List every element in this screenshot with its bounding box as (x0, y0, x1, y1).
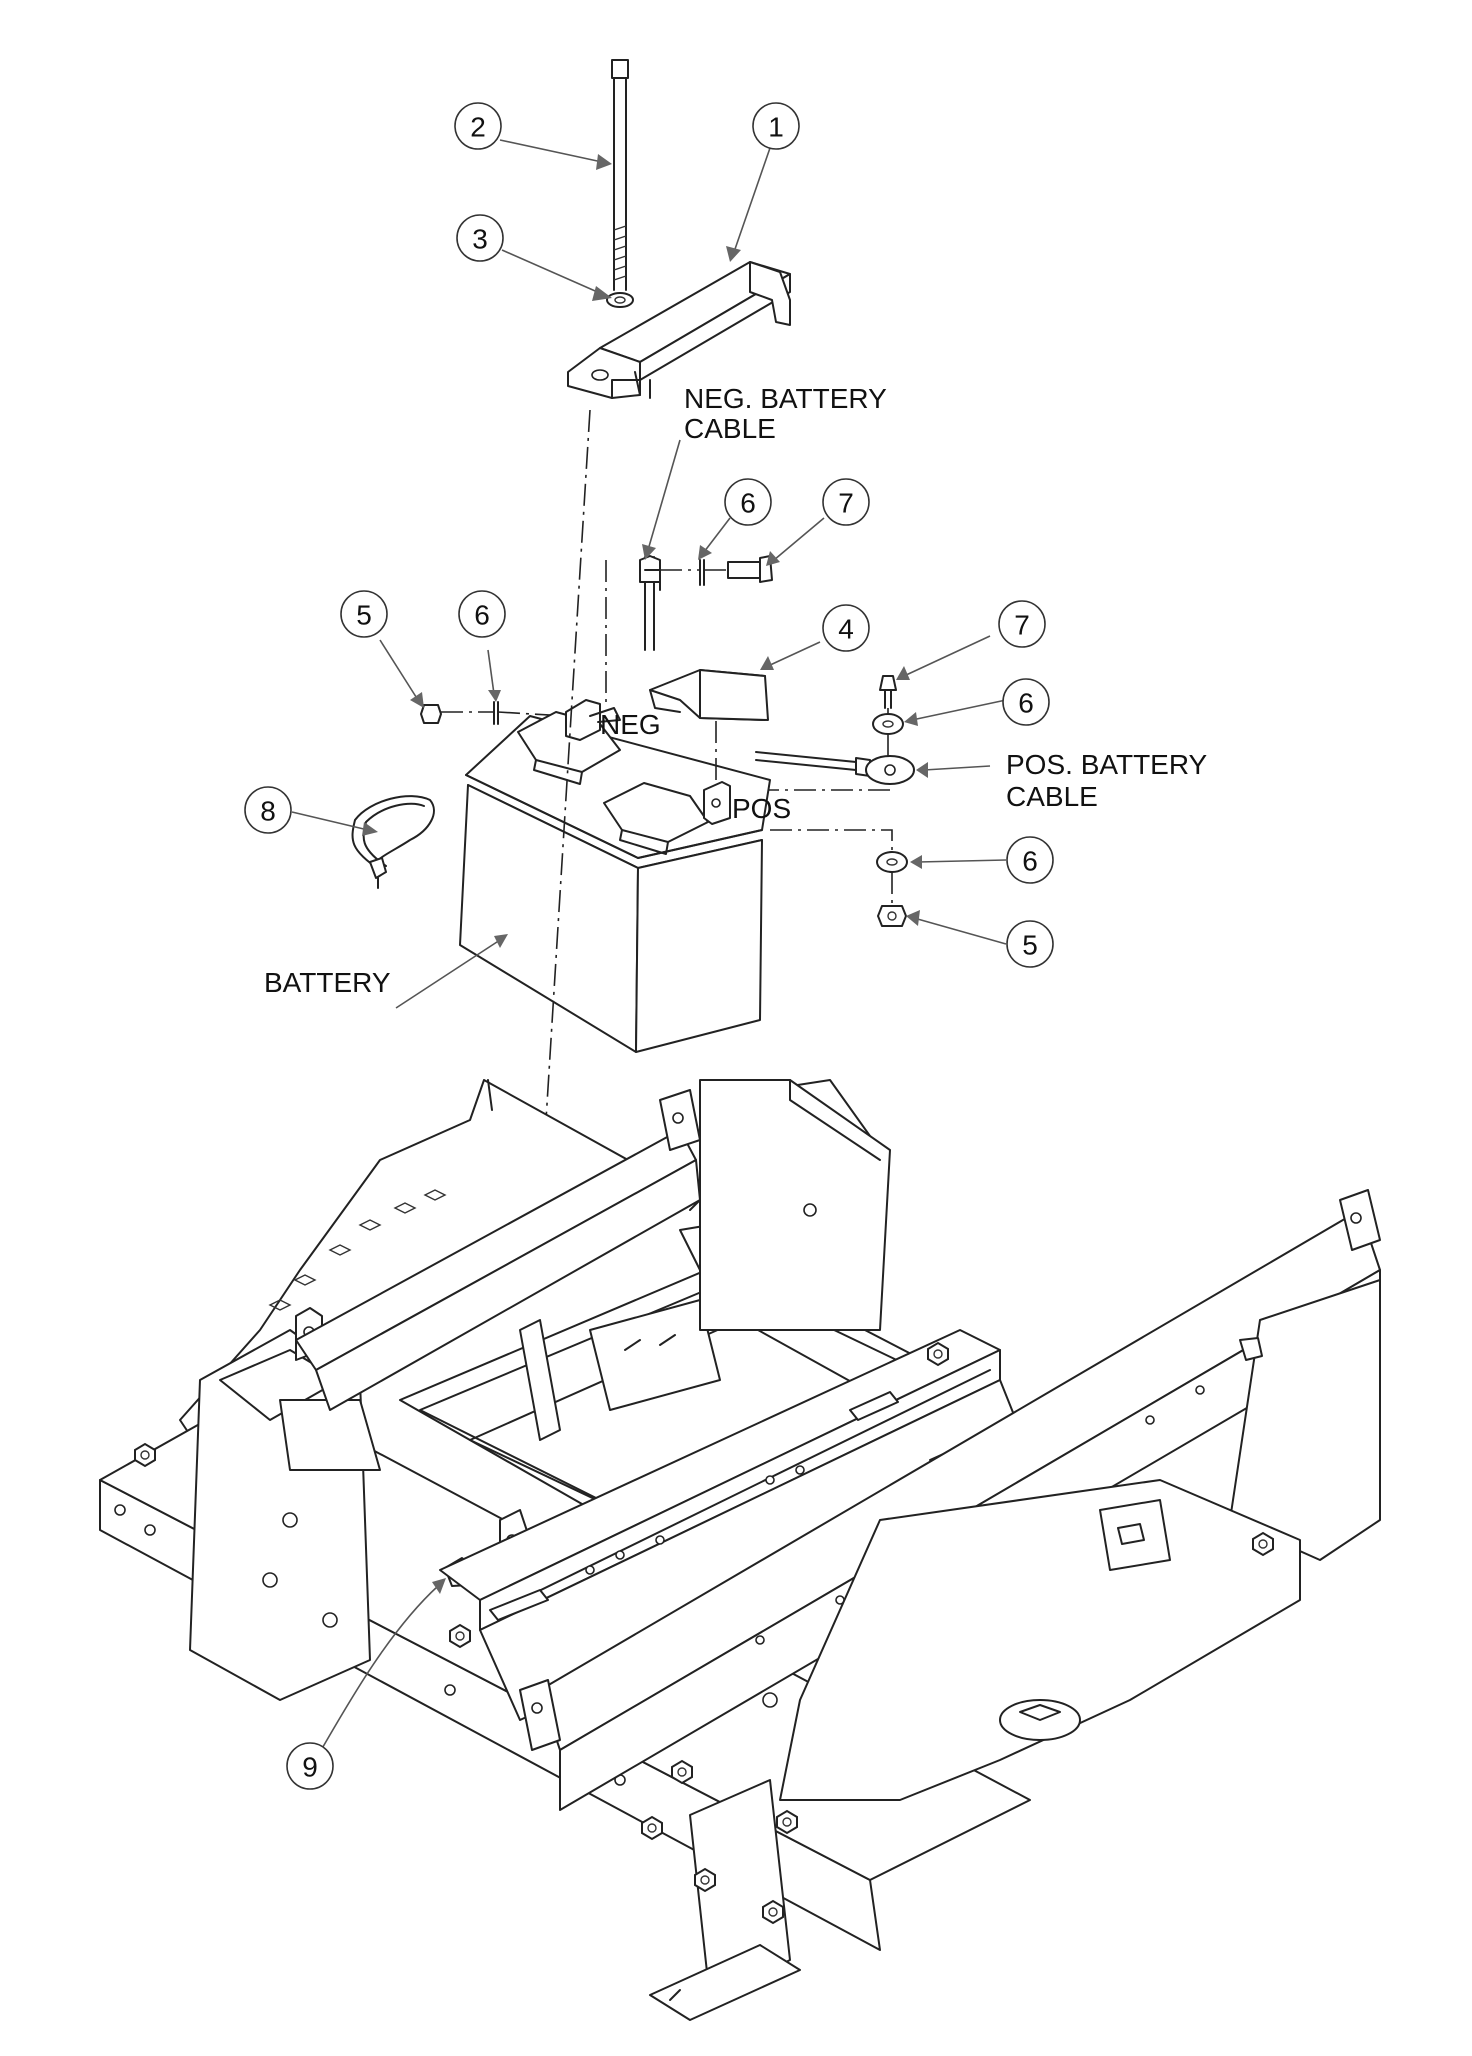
callout-number: 8 (260, 796, 276, 827)
callout-1: 1 (752, 102, 800, 150)
leader-lines (291, 139, 1007, 1753)
cable-tie (351, 795, 435, 889)
callout-number: 3 (472, 224, 488, 255)
washer (606, 292, 634, 308)
pos-lock-washer-top (872, 713, 904, 735)
callout-7-pos: 7 (998, 600, 1046, 648)
callout-number: 4 (838, 614, 854, 645)
callout-9: 9 (286, 1742, 334, 1790)
callout-2: 2 (454, 102, 502, 150)
callout-number: 5 (356, 600, 372, 631)
callout-4: 4 (822, 604, 870, 652)
neg-terminal-marking: NEG (600, 709, 661, 740)
pos-lock-washer-bottom (876, 851, 908, 873)
neg-terminal-bolt (704, 555, 773, 583)
callout-number: 9 (302, 1752, 318, 1783)
pos-terminal-bolt (879, 675, 897, 709)
neg-cable-label-line2: CABLE (684, 413, 776, 444)
callout-8: 8 (244, 786, 292, 834)
positive-battery-cable (755, 751, 915, 785)
callout-6-pos-bottom: 6 (1006, 836, 1054, 884)
callout-number: 6 (474, 600, 490, 631)
callout-3: 3 (456, 214, 504, 262)
callout-5-left: 5 (340, 590, 388, 638)
battery: NEG POS (459, 699, 791, 1053)
hold-down-bracket (567, 261, 791, 399)
pos-cable-label-line1: POS. BATTERY (1006, 749, 1208, 780)
callout-6-left: 6 (458, 590, 506, 638)
callout-number: 7 (838, 488, 854, 519)
callout-number: 6 (1022, 846, 1038, 877)
pos-nut (877, 905, 907, 927)
callout-number: 2 (470, 112, 486, 143)
negative-battery-cable (639, 555, 700, 651)
neg-cable-label-line1: NEG. BATTERY (684, 383, 887, 414)
callout-7-neg-cable: 7 (822, 478, 870, 526)
neg-lock-washer (699, 559, 705, 586)
callout-6-neg-cable: 6 (724, 478, 772, 526)
callout-number: 5 (1022, 930, 1038, 961)
pos-cable-label-line2: CABLE (1006, 781, 1098, 812)
terminal-boot (649, 669, 769, 721)
mower-frame (99, 1079, 1381, 2021)
callout-number: 7 (1014, 610, 1030, 641)
battery-label: BATTERY (264, 967, 391, 998)
neg-post-nut (420, 704, 442, 724)
frame-bolts (134, 1341, 1274, 1925)
callout-6-pos-top: 6 (1002, 678, 1050, 726)
callout-number: 6 (740, 488, 756, 519)
callout-5-right: 5 (1006, 920, 1054, 968)
pos-terminal-marking: POS (732, 793, 791, 824)
hold-down-rod (611, 59, 629, 291)
callout-number: 1 (768, 112, 784, 143)
callout-number: 6 (1018, 688, 1034, 719)
neg-post-lock-washer (493, 701, 499, 725)
